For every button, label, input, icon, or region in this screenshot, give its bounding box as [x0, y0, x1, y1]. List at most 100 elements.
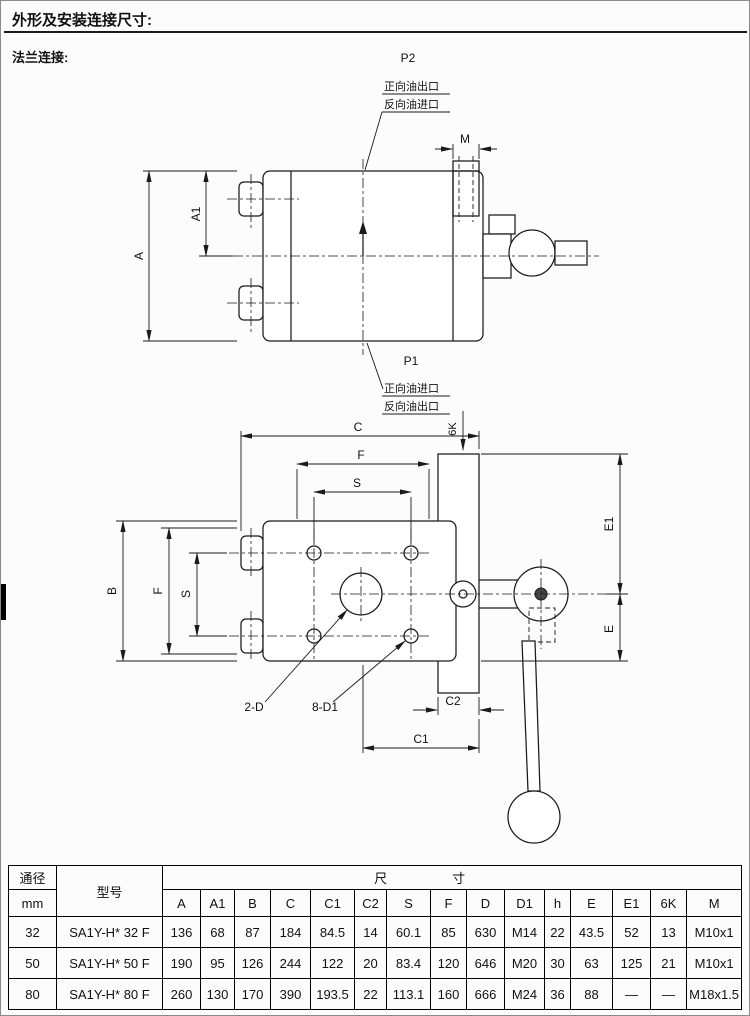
table-row: 32 SA1Y-H* 32 F 136 68 87 184 84.5 14 60…: [8, 916, 743, 948]
dim-label-m: M: [460, 132, 470, 146]
title-rule: [4, 31, 747, 33]
dim-e: E: [481, 593, 628, 662]
cell-value: 83.4: [386, 947, 431, 979]
cell-value: 21: [650, 947, 687, 979]
dim-col-header: M: [685, 889, 743, 917]
cell-value: M20: [504, 947, 545, 979]
cell-value: M10x1: [685, 947, 743, 979]
dim-label-f-top: F: [357, 448, 364, 462]
col-header-size: 尺寸: [161, 865, 743, 890]
hole-callout-2d: 2-D: [244, 609, 348, 714]
dim-e1: E1: [481, 453, 628, 595]
handle-end: [554, 240, 588, 266]
dim-s-left: S: [179, 552, 227, 637]
handle-step: [488, 214, 516, 235]
p1-callout: P1 正向油进口 反向油出口: [366, 342, 450, 415]
cell-value: 122: [310, 947, 355, 979]
dim-6k: 6K: [447, 411, 466, 451]
dim-c2: C2: [413, 694, 504, 715]
dim-col-header: E: [570, 889, 613, 917]
dim-col-header: D1: [504, 889, 545, 917]
dim-b: B: [105, 520, 237, 662]
dim-label-c1: C1: [413, 732, 429, 746]
p2-callout: P2 正向油出口 反向油进口: [364, 51, 450, 171]
cell-value: 68: [200, 916, 235, 948]
dim-label-b: B: [105, 587, 119, 595]
dimensions-table: 通径 型号 尺寸 mm A A1 B C C1 C2 S F D D1 h E …: [8, 865, 743, 1010]
p1-note-line1: 正向油进口: [384, 381, 439, 395]
cell-value: 244: [270, 947, 311, 979]
ball-joint: [508, 229, 556, 277]
dim-col-header: A: [162, 889, 201, 917]
technical-drawing: A1 A M P2 正向油出口 反向油进口: [105, 51, 628, 844]
cell-value: 630: [466, 916, 505, 948]
cell-value: 30: [544, 947, 571, 979]
dim-col-header: C2: [354, 889, 387, 917]
top-view: A1 A M P2 正向油出口 反向油进口: [132, 51, 599, 415]
cell-value: 126: [234, 947, 271, 979]
cell-value: 136: [162, 916, 201, 948]
dim-col-header: B: [234, 889, 271, 917]
cell-value: 184: [270, 916, 311, 948]
cell-dn: 80: [8, 978, 57, 1010]
cell-value: M24: [504, 978, 545, 1010]
dim-f-left: F: [151, 527, 237, 655]
cell-value: 130: [200, 978, 235, 1010]
cell-value: 22: [544, 916, 571, 948]
dim-a1: A1: [143, 170, 237, 257]
dim-label-e: E: [602, 625, 616, 633]
cell-value: 666: [466, 978, 505, 1010]
hole-callout-8d1: 8-D1: [312, 640, 406, 714]
hole-label-8d1: 8-D1: [312, 700, 338, 714]
dim-col-header: C1: [310, 889, 355, 917]
cell-value: —: [650, 978, 687, 1010]
cell-model: SA1Y-H* 50 F: [56, 947, 163, 979]
cell-value: 20: [354, 947, 387, 979]
col-header-dn-unit: mm: [8, 889, 57, 917]
cell-value: 125: [612, 947, 651, 979]
hidden-socket: [528, 607, 556, 643]
cell-value: M14: [504, 916, 545, 948]
dim-m: M: [435, 132, 497, 159]
cell-dn: 50: [8, 947, 57, 979]
cell-value: 193.5: [310, 978, 355, 1010]
col-header-model: 型号: [56, 865, 163, 917]
cell-value: 88: [570, 978, 613, 1010]
dim-label-s-top: S: [353, 476, 361, 490]
dim-label-c2: C2: [445, 694, 461, 708]
dim-col-header: C: [270, 889, 311, 917]
port-label-p1: P1: [404, 354, 419, 368]
dim-col-header: h: [544, 889, 571, 917]
dim-label-s-left: S: [179, 590, 193, 598]
p2-note-line1: 正向油出口: [384, 79, 439, 93]
dim-label-a1: A1: [189, 206, 203, 221]
lever-knob: [507, 790, 561, 844]
hand-lever: [521, 640, 541, 792]
cell-value: 22: [354, 978, 387, 1010]
dim-col-header: F: [430, 889, 467, 917]
dim-label-6k: 6K: [447, 422, 459, 436]
cell-dn: 32: [8, 916, 57, 948]
cell-value: 36: [544, 978, 571, 1010]
dim-col-header: D: [466, 889, 505, 917]
page-title: 外形及安装连接尺寸:: [12, 12, 152, 29]
cell-value: 43.5: [570, 916, 613, 948]
dim-c: C: [240, 420, 480, 531]
dim-f-top: F: [296, 448, 430, 519]
page-edge-artifact: [1, 584, 6, 620]
dim-label-a: A: [132, 252, 146, 260]
cell-value: M18x1.5: [685, 978, 743, 1010]
front-view: C F S 6K: [105, 411, 628, 844]
cell-value: 160: [430, 978, 467, 1010]
cell-value: 85: [430, 916, 467, 948]
dim-col-header: E1: [612, 889, 651, 917]
cell-value: 87: [234, 916, 271, 948]
hole-label-2d: 2-D: [244, 700, 264, 714]
threaded-port: [452, 170, 480, 217]
cell-value: 60.1: [386, 916, 431, 948]
cell-value: 113.1: [386, 978, 431, 1010]
cell-model: SA1Y-H* 80 F: [56, 978, 163, 1010]
dim-col-header: A1: [200, 889, 235, 917]
dim-label-e1: E1: [602, 516, 616, 531]
